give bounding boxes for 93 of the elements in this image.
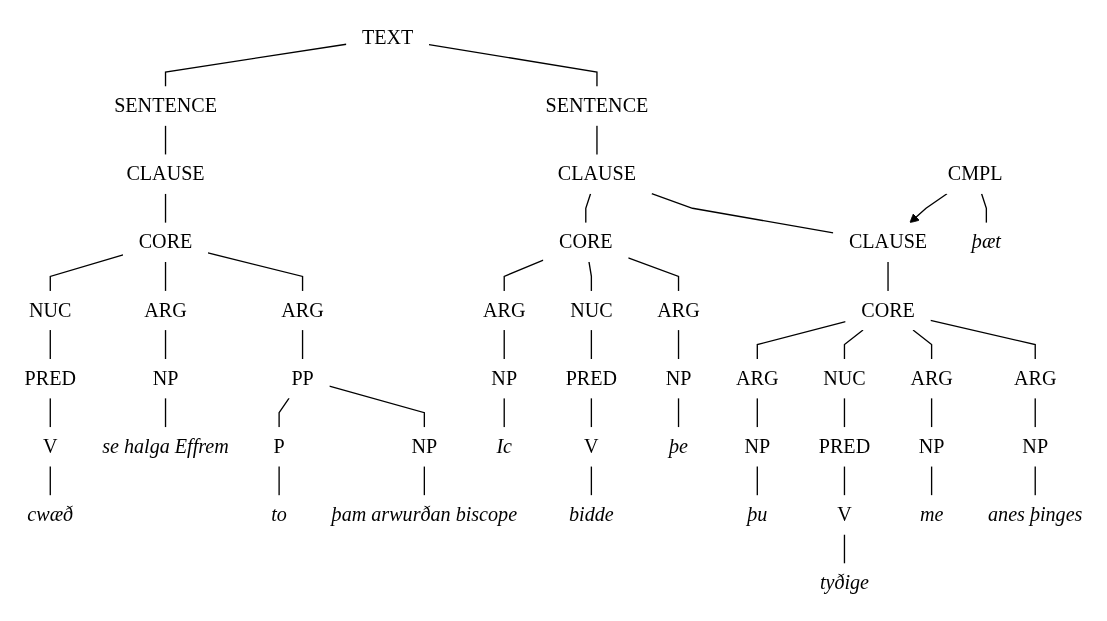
connector xyxy=(590,465,593,497)
connector xyxy=(756,320,847,360)
connector xyxy=(164,261,167,292)
connector xyxy=(503,329,505,360)
node-text: NP xyxy=(744,435,771,458)
connector xyxy=(1034,397,1036,428)
connector xyxy=(912,329,933,360)
node-text: CORE xyxy=(558,230,613,253)
node-text: CORE xyxy=(138,230,193,253)
connector xyxy=(843,397,846,428)
node-text: þu xyxy=(747,503,768,526)
node-text: ARG xyxy=(736,366,779,390)
connector xyxy=(49,329,51,360)
connector xyxy=(1034,465,1036,497)
connector xyxy=(164,329,167,360)
connector xyxy=(756,465,758,497)
node-text: NP xyxy=(918,435,945,458)
connector xyxy=(49,397,51,428)
connector xyxy=(585,193,592,224)
connector xyxy=(503,397,505,428)
connector xyxy=(677,329,680,360)
node-text: ARG xyxy=(482,298,526,322)
connector xyxy=(980,193,988,224)
connector xyxy=(207,252,304,292)
connector xyxy=(929,319,1036,360)
connector xyxy=(301,329,304,360)
connector xyxy=(49,254,124,292)
node-text: ARG xyxy=(1013,366,1057,390)
node-text: P xyxy=(273,435,285,458)
connector xyxy=(596,124,598,156)
node-text: se halga Effrem xyxy=(102,435,229,458)
connector xyxy=(164,43,348,88)
connector xyxy=(278,397,290,428)
arrow xyxy=(909,193,948,224)
node-text: þam arwurðan biscope xyxy=(331,503,518,526)
node-text: anes þinges xyxy=(988,503,1083,526)
connector xyxy=(887,261,889,292)
connector xyxy=(49,465,51,497)
node-text: NP xyxy=(491,366,518,390)
node-text: CMPL xyxy=(947,162,1003,185)
connector xyxy=(930,465,933,497)
node-text: ARG xyxy=(281,298,324,322)
node-text: cwæð xyxy=(27,503,74,526)
node-text: CLAUSE xyxy=(848,230,928,253)
node-text: V xyxy=(43,435,58,458)
connector xyxy=(423,465,426,497)
connector xyxy=(843,329,864,360)
node-text: PP xyxy=(291,366,314,390)
node-text: TEXT xyxy=(361,26,414,49)
node-text: þæt xyxy=(971,230,1001,253)
connector xyxy=(164,124,167,156)
connector xyxy=(328,385,426,428)
connector xyxy=(503,259,544,292)
node-text: SENTENCE xyxy=(114,94,217,117)
node-text: NUC xyxy=(570,298,613,322)
node-text: NUC xyxy=(823,366,866,390)
node-text: NP xyxy=(665,366,692,390)
node-text: NP xyxy=(411,435,438,458)
node-text: SENTENCE xyxy=(545,94,649,117)
node-text: PRED xyxy=(24,366,76,390)
connector xyxy=(588,261,593,292)
node-text: V xyxy=(837,503,852,526)
node-text: PRED xyxy=(565,366,618,390)
node-text: NP xyxy=(1022,435,1049,458)
connector xyxy=(590,397,593,428)
node-text: ARG xyxy=(910,366,953,390)
node-text: NP xyxy=(152,366,179,390)
node-text: bidde xyxy=(569,503,614,526)
node-text: PRED xyxy=(818,435,871,458)
node-text: V xyxy=(584,435,599,458)
node-text: NUC xyxy=(29,298,72,322)
node-text: CLAUSE xyxy=(557,162,637,185)
connector xyxy=(930,397,933,428)
connector xyxy=(843,533,846,565)
connector xyxy=(428,44,598,88)
connector xyxy=(164,397,167,428)
connector xyxy=(278,465,280,497)
connector xyxy=(651,193,834,234)
connector xyxy=(756,397,758,428)
node-text: CORE xyxy=(861,298,915,322)
connector xyxy=(590,329,593,360)
node-text: þe xyxy=(669,435,689,458)
connector xyxy=(164,193,167,224)
node-text: ARG xyxy=(144,298,187,322)
node-text: Ic xyxy=(496,435,513,458)
connector xyxy=(677,397,680,428)
node-text: to xyxy=(271,503,287,526)
node-text: tyðige xyxy=(819,571,870,594)
connector xyxy=(627,257,680,292)
connector xyxy=(843,465,846,497)
node-text: ARG xyxy=(657,298,700,322)
node-text: CLAUSE xyxy=(126,162,205,185)
node-text: me xyxy=(919,503,944,526)
